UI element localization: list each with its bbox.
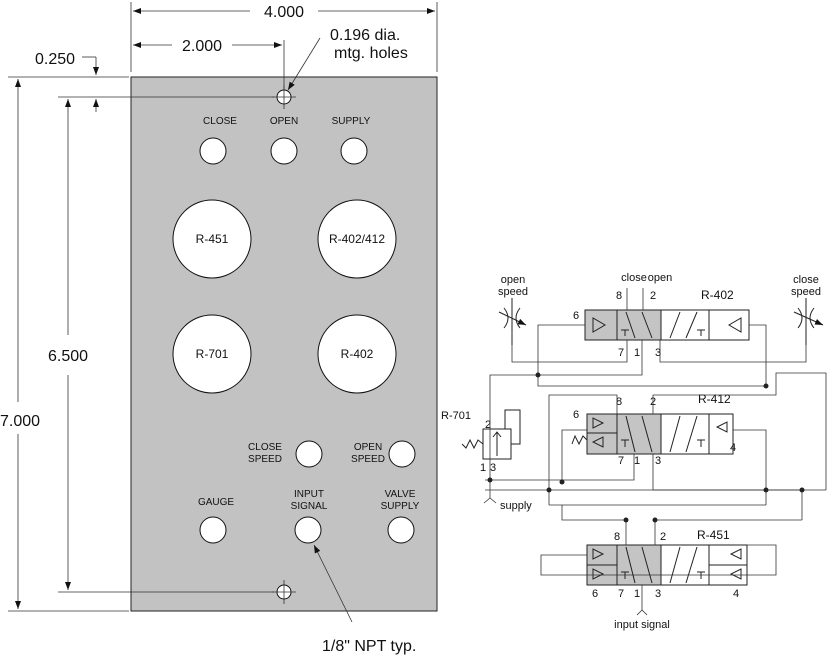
- close-port: [199, 137, 227, 165]
- open-speed-control: open speed: [498, 274, 528, 345]
- v2-port-7: 7: [618, 455, 624, 467]
- r701-port-3: 3: [490, 462, 496, 474]
- valve-r412: R-412 8 2 6 7 1 3 4: [571, 392, 736, 467]
- hole-note-line1: 0.196 dia.: [330, 27, 400, 44]
- hole-offset-label: 0.250: [35, 51, 75, 68]
- hole-note-line2: mtg. holes: [334, 45, 408, 62]
- open-speed-port: [388, 440, 416, 468]
- v3-port-2: 2: [660, 531, 666, 543]
- half-width-label: 2.000: [182, 38, 222, 55]
- close-speed-label-a: close: [793, 274, 819, 286]
- r412-schematic-label: R-412: [698, 392, 731, 406]
- r402-opening: [317, 314, 397, 394]
- r701-schematic-label: R-701: [441, 410, 471, 422]
- dimension-width-total: 4.000: [130, 2, 438, 72]
- r451-schematic-label: R-451: [697, 528, 730, 542]
- hole-spacing-label: 6.500: [48, 348, 88, 365]
- dimension-hole-offset: 0.250: [35, 51, 99, 112]
- supply-port: [340, 137, 368, 165]
- v2-port-6: 6: [573, 409, 579, 421]
- v2-port-1: 1: [634, 455, 640, 467]
- v3-port-3: 3: [655, 588, 661, 600]
- dimension-extension-lines: [8, 76, 274, 612]
- r451-label: R-451: [196, 232, 229, 246]
- r701-label: R-701: [196, 347, 229, 361]
- valve-r451: R-451 8 2 6 7 1 3 4: [586, 528, 748, 600]
- v1-port-2: 2: [650, 290, 656, 302]
- pneumatic-schematic: R-402 8 2 6 7 1 3 close open: [441, 272, 827, 631]
- r451-opening: [172, 199, 252, 279]
- dimension-hole-spacing: 6.500: [48, 99, 88, 590]
- valve-supply-port: [387, 516, 415, 544]
- gauge-port: [199, 516, 227, 544]
- v2-port-8: 8: [616, 396, 622, 408]
- input-signal-label-1: INPUT: [294, 489, 324, 500]
- dimension-half-width: 2.000: [133, 38, 285, 90]
- dimension-hole-note: 0.196 dia. mtg. holes: [287, 27, 408, 91]
- open-port-label: OPEN: [270, 116, 298, 127]
- r402-label: R-402: [341, 347, 374, 361]
- port-note-label: 1/8" NPT typ.: [322, 638, 416, 655]
- v2-port-4: 4: [730, 442, 736, 454]
- input-signal-label: input signal: [614, 619, 670, 631]
- close-speed-label-1: CLOSE: [248, 442, 282, 453]
- r402-412-opening: [317, 199, 397, 279]
- valve-r402: R-402 8 2 6 7 1 3 close open: [573, 272, 750, 359]
- mounting-hole-top: [272, 85, 296, 109]
- close-label: close: [621, 272, 647, 284]
- open-speed-label-1: OPEN: [354, 442, 382, 453]
- close-speed-label-b: speed: [791, 286, 821, 298]
- width-total-label: 4.000: [264, 4, 304, 21]
- regulator-r701: R-701 2 1 3: [441, 409, 521, 474]
- dimension-height-total: 7.000: [0, 79, 40, 609]
- close-port-label: CLOSE: [203, 116, 237, 127]
- close-speed-control: close speed: [791, 274, 824, 345]
- close-speed-label-2: SPEED: [248, 454, 282, 465]
- v1-port-1: 1: [634, 347, 640, 359]
- open-speed-label-a: open: [501, 274, 525, 286]
- input-signal-port: [294, 516, 322, 544]
- v1-port-6: 6: [573, 310, 579, 322]
- r701-opening: [172, 314, 252, 394]
- gauge-label: GAUGE: [198, 497, 234, 508]
- valve-supply-label-2: SUPPLY: [381, 501, 420, 512]
- v3-port-7: 7: [618, 588, 624, 600]
- v1-port-7: 7: [618, 347, 624, 359]
- v1-port-8: 8: [616, 290, 622, 302]
- valve-supply-label-1: VALVE: [385, 489, 416, 500]
- r402-412-label: R-402/412: [329, 232, 385, 246]
- v3-port-8: 8: [614, 531, 620, 543]
- v1-port-3: 3: [655, 347, 661, 359]
- v3-port-1: 1: [634, 588, 640, 600]
- r701-port-1: 1: [480, 462, 486, 474]
- r402-schematic-label: R-402: [701, 288, 734, 302]
- pipe-junctions: [487, 372, 805, 523]
- open-speed-label-2: SPEED: [351, 454, 385, 465]
- supply-port-label: SUPPLY: [332, 116, 371, 127]
- r701-port-2: 2: [485, 419, 491, 431]
- open-port: [270, 137, 298, 165]
- dimension-port-note: 1/8" NPT typ.: [313, 544, 416, 655]
- input-signal-label-2: SIGNAL: [291, 501, 328, 512]
- v3-port-6: 6: [592, 588, 598, 600]
- close-speed-port: [295, 440, 323, 468]
- mounting-hole-bottom: [272, 580, 296, 604]
- open-label: open: [648, 272, 672, 284]
- v3-port-4: 4: [733, 588, 739, 600]
- supply-label: supply: [500, 500, 532, 512]
- height-total-label: 7.000: [0, 413, 40, 430]
- open-speed-label-b: speed: [498, 286, 528, 298]
- v2-port-3: 3: [655, 455, 661, 467]
